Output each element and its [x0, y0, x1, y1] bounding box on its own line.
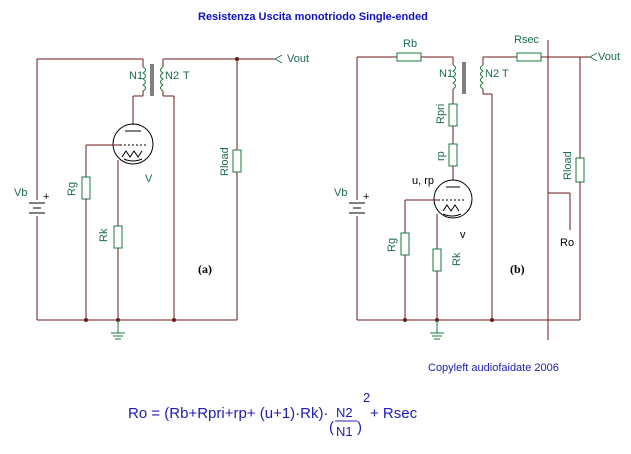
label-rload-b: Rload: [562, 151, 574, 180]
label-u-rp: u, rp: [412, 175, 434, 187]
diagram-title: Resistenza Uscita monotriodo Single-ende…: [198, 11, 428, 23]
label-vb-b: Vb: [334, 187, 347, 199]
formula-exponent: 2: [363, 390, 370, 405]
copyright-note: Copyleft audiofaidate 2006: [428, 362, 559, 374]
label-rk-b: Rk: [451, 252, 463, 266]
label-v-b: v: [460, 229, 466, 241]
label-plus-a: +: [43, 191, 49, 203]
label-n2-b: N2: [485, 68, 499, 80]
label-vout-a: Vout: [287, 53, 309, 65]
label-v-a: V: [145, 173, 153, 185]
formula-main: Ro = (Rb+Rpri+rp+ (u+1)·Rk)·: [128, 405, 328, 422]
formula-tail: + Rsec: [370, 405, 418, 422]
label-ro: Ro: [560, 237, 574, 249]
label-plus-b: +: [363, 191, 369, 203]
label-t-b: T: [502, 68, 509, 80]
label-rp: rp: [435, 151, 447, 161]
label-n1-a: N1: [129, 70, 143, 82]
label-rg-b: Rg: [386, 238, 398, 252]
label-tag-a: (a): [198, 262, 212, 276]
label-rload-a: Rload: [219, 147, 231, 176]
label-n2-a: N2: [165, 70, 179, 82]
formula-paren-open: (: [329, 419, 334, 436]
circuit-a: [29, 54, 283, 340]
formula: Ro = (Rb+Rpri+rp+ (u+1)·Rk)· ( N2 N1 ) 2…: [128, 390, 418, 439]
label-n1-b: N1: [439, 68, 453, 80]
label-rg-a: Rg: [66, 182, 78, 196]
formula-denominator: N1: [336, 424, 353, 439]
label-vb-a: Vb: [14, 187, 27, 199]
label-vout-b: Vout: [598, 51, 620, 63]
label-rpri: Rpri: [435, 104, 447, 124]
label-rsec: Rsec: [514, 34, 540, 46]
label-rb: Rb: [403, 38, 417, 50]
circuit-b: [349, 40, 598, 340]
label-rk-a: Rk: [98, 228, 110, 242]
label-t-a: T: [183, 70, 190, 82]
label-tag-b: (b): [510, 262, 525, 276]
formula-paren-close: ): [357, 419, 362, 436]
formula-numerator: N2: [336, 405, 353, 420]
